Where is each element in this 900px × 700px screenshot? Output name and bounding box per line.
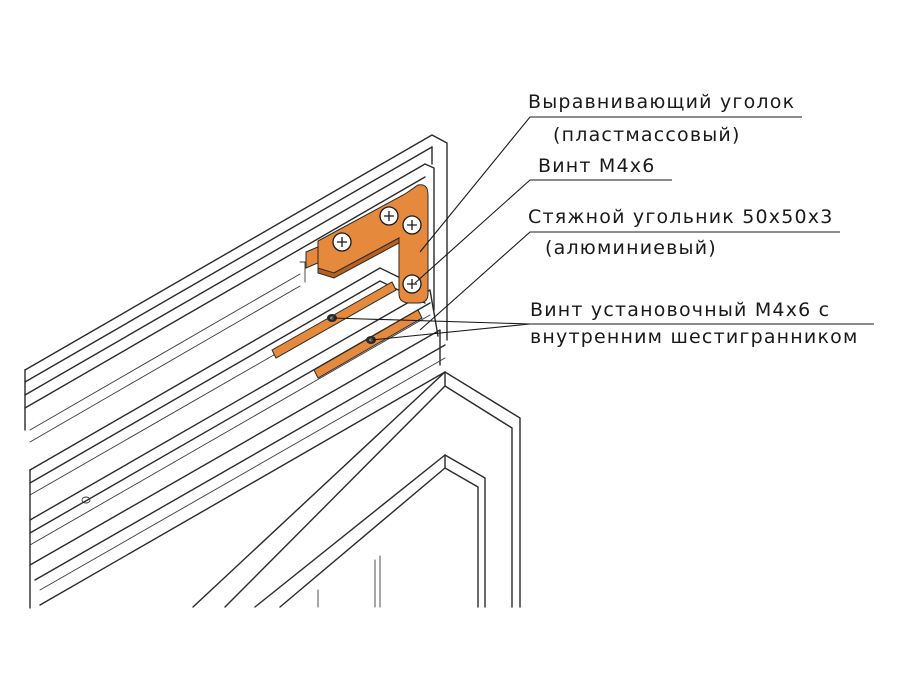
label-leveling-corner-material: (пластмассовый) — [553, 124, 741, 146]
label-set-screw: Винт установочный М4х6 с — [530, 299, 830, 321]
label-tension-bracket-material: (алюминиевый) — [545, 237, 717, 259]
screw-icon — [379, 206, 399, 226]
leader-lines — [331, 116, 874, 341]
callout-labels: Выравнивающий уголок (пластмассовый) Вин… — [528, 91, 859, 348]
screw-icon — [402, 215, 422, 235]
label-leveling-corner: Выравнивающий уголок — [528, 91, 795, 113]
screw-icon — [332, 232, 352, 252]
bracket-screws — [332, 206, 422, 294]
label-tension-bracket: Стяжной угольник 50х50х3 — [528, 206, 834, 228]
screw-icon — [402, 274, 422, 294]
setscrew-strip-lower — [313, 309, 423, 379]
vertical-profile — [192, 371, 521, 608]
label-set-screw-detail: внутренним шестигранником — [530, 326, 859, 348]
label-screw: Винт М4х6 — [538, 155, 656, 177]
tension-bracket-edge — [317, 237, 400, 279]
